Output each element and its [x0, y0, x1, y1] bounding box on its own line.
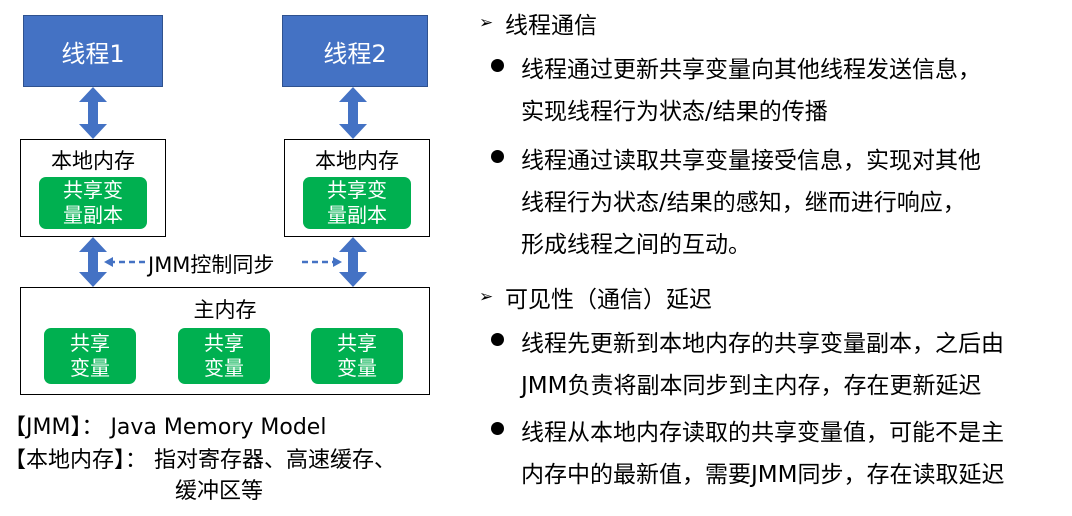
triangle-bullet-icon: ➢ — [479, 287, 494, 307]
double-arrow-local-right-main — [339, 237, 367, 287]
bullet-text: 形成线程之间的互动。 — [521, 232, 751, 258]
var-line2: 变量 — [204, 356, 244, 380]
thread2-label: 线程2 — [323, 39, 387, 68]
var-line2: 变量 — [70, 356, 110, 380]
copy-line2: 量副本 — [327, 203, 387, 227]
heading-text: 可见性（通信）延迟 — [505, 287, 712, 313]
bullet-dot-icon — [491, 150, 504, 163]
jmm-note: 【JMM】： Java Memory Model — [4, 415, 327, 440]
copy-line1: 共享变 — [327, 178, 387, 202]
bullet-dot-icon — [491, 59, 504, 72]
local-memory-right-title: 本地内存 — [315, 149, 399, 173]
diagram-arrows — [79, 87, 367, 287]
shared-var-copy-right: 共享变 量副本 — [303, 177, 411, 229]
heading-text: 线程通信 — [505, 13, 597, 39]
double-arrow-thread2-local — [339, 87, 367, 139]
var-line2: 变量 — [337, 356, 377, 380]
bullet-dot-icon — [491, 333, 504, 346]
section-heading-communication: ➢ 线程通信 — [479, 6, 597, 40]
local-memory-left-title: 本地内存 — [51, 149, 135, 173]
thread2-box: 线程2 — [282, 15, 428, 87]
shared-var-3: 共享 变量 — [311, 328, 403, 384]
bullet-text: 内存中的最新值，需要JMM同步，存在读取延迟 — [521, 462, 1005, 488]
bullet-text: JMM负责将副本同步到主内存，存在更新延迟 — [521, 373, 982, 399]
local-memory-right: 本地内存 共享变 量副本 — [284, 139, 430, 237]
main-memory: 主内存 共享 变量 共享 变量 共享 变量 — [20, 287, 430, 395]
thread1-box: 线程1 — [23, 15, 163, 87]
local-memory-left: 本地内存 共享变 量副本 — [20, 139, 166, 237]
thread1-label: 线程1 — [61, 39, 125, 68]
shared-var-2: 共享 变量 — [178, 328, 270, 384]
bullet-text: 线程通过更新共享变量向其他线程发送信息， — [521, 57, 981, 83]
copy-line1: 共享变 — [63, 178, 123, 202]
copy-line2: 量副本 — [63, 203, 123, 227]
section-heading-visibility: ➢ 可见性（通信）延迟 — [479, 280, 712, 314]
double-arrow-local-left-main — [79, 237, 107, 287]
shared-var-1: 共享 变量 — [44, 328, 136, 384]
bullet-text: 线程先更新到本地内存的共享变量副本，之后由 — [521, 331, 1004, 357]
triangle-bullet-icon: ➢ — [479, 13, 494, 33]
shared-var-copy-left: 共享变 量副本 — [39, 177, 147, 229]
var-line1: 共享 — [337, 331, 377, 355]
var-line1: 共享 — [70, 331, 110, 355]
jmm-sync-label: JMM控制同步 — [148, 253, 275, 277]
var-line1: 共享 — [204, 331, 244, 355]
bullet-text: 实现线程行为状态/结果的传播 — [521, 99, 828, 125]
double-arrow-thread1-local — [79, 87, 107, 139]
local-memory-note-line1: 【本地内存】： 指对寄存器、高速缓存、 — [4, 448, 396, 473]
bullet-text: 线程从本地内存读取的共享变量值，可能不是主 — [521, 420, 1004, 446]
main-memory-title: 主内存 — [193, 298, 257, 322]
bullet-text: 线程行为状态/结果的感知，继而进行响应， — [521, 190, 966, 216]
bullet-text: 线程通过读取共享变量接受信息，实现对其他 — [521, 148, 981, 174]
local-memory-note-line2: 缓冲区等 — [175, 479, 264, 504]
bullet-dot-icon — [491, 422, 504, 435]
